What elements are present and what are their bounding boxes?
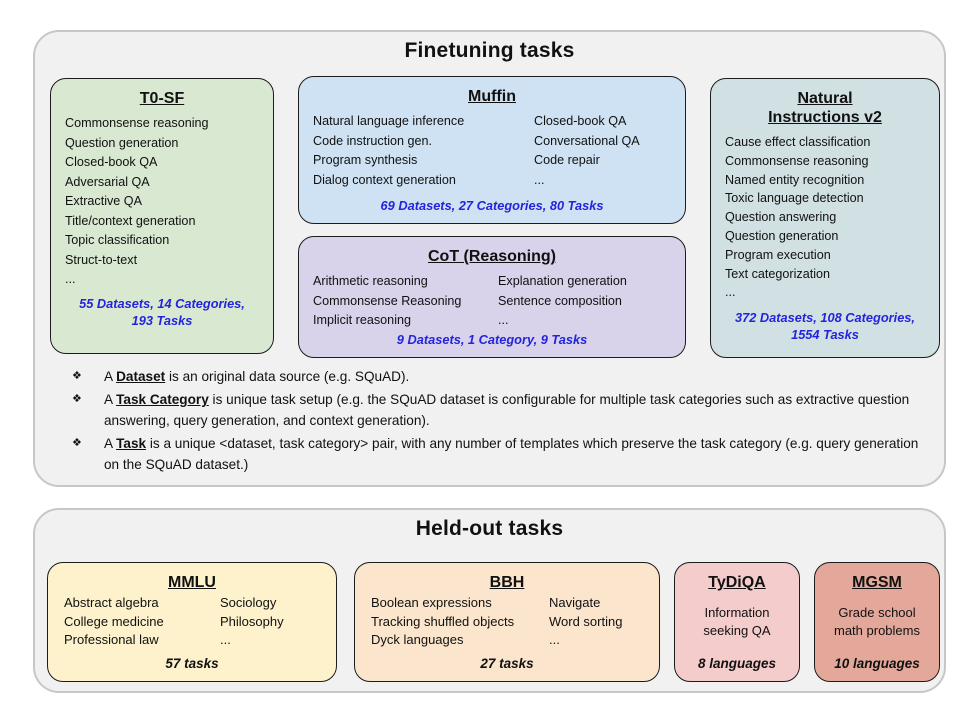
task-item: Boolean expressions (371, 595, 492, 610)
task-item: ... (220, 632, 231, 647)
niv2-box: Natural Instructions v2 Cause effect cla… (710, 78, 940, 358)
task-item: Commonsense Reasoning (313, 293, 462, 308)
diamond-bullet-icon: ❖ (72, 437, 82, 449)
task-item: ... (498, 313, 509, 327)
task-item: Struct-to-text (65, 252, 138, 267)
mmlu-col1: Abstract algebra College medicine Profes… (64, 594, 220, 650)
task-item: Abstract algebra (64, 595, 159, 610)
bbh-col2: Navigate Word sorting ... (549, 594, 622, 650)
tydiqa-description: Information seeking QA (703, 605, 771, 638)
defined-term: Dataset (116, 369, 166, 384)
task-item: Professional law (64, 632, 159, 647)
defined-term: Task (116, 436, 147, 451)
mmlu-title: MMLU (168, 574, 216, 591)
task-item: Extractive QA (65, 194, 142, 208)
bbh-task-list: Boolean expressions Tracking shuffled ob… (355, 594, 659, 650)
t0sf-stats: 55 Datasets, 14 Categories, 193 Tasks (79, 296, 245, 328)
mmlu-col2: Sociology Philosophy ... (220, 594, 284, 650)
task-item: Explanation generation (498, 274, 627, 288)
task-item: ... (725, 285, 736, 300)
muffin-task-list: Natural language inference Code instruct… (299, 112, 685, 190)
t0sf-task-list: Commonsense reasoning Question generatio… (51, 114, 273, 290)
diamond-bullet-icon: ❖ (72, 370, 82, 382)
task-item: Implicit reasoning (313, 313, 411, 327)
muffin-title: Muffin (468, 88, 516, 105)
tydiqa-stats: 8 languages (697, 656, 777, 671)
task-item: Commonsense reasoning (725, 153, 869, 168)
mmlu-box: MMLU Abstract algebra College medicine P… (47, 562, 337, 682)
mmlu-stats: 57 tasks (165, 656, 219, 671)
niv2-task-list: Cause effect classification Commonsense … (711, 133, 939, 302)
task-item: Code repair (534, 153, 600, 167)
muffin-box: Muffin Natural language inference Code i… (298, 76, 686, 224)
task-item: Sentence composition (498, 293, 622, 308)
muffin-stats: 69 Datasets, 27 Categories, 80 Tasks (380, 198, 604, 213)
task-item: Code instruction gen. (313, 133, 433, 148)
bbh-stats: 27 tasks (480, 656, 534, 671)
task-item: Topic classification (65, 233, 170, 247)
muffin-col1: Natural language inference Code instruct… (313, 112, 534, 190)
task-item: Title/context generation (65, 213, 196, 228)
mgsm-title: MGSM (852, 574, 902, 591)
cot-title: CoT (Reasoning) (428, 248, 556, 265)
definition-task: ❖ A Task is a unique <dataset, task cate… (70, 433, 930, 475)
definition-dataset: ❖ A Dataset is an original data source (… (70, 366, 930, 387)
t0sf-title: T0-SF (139, 90, 185, 107)
task-item: Conversational QA (534, 133, 640, 148)
cot-col2: Explanation generation Sentence composit… (498, 272, 627, 331)
mgsm-box: MGSM Grade school math problems 10 langu… (814, 562, 940, 682)
task-item: Commonsense reasoning (65, 116, 209, 130)
task-item: Dyck languages (371, 632, 464, 647)
bbh-box: BBH Boolean expressions Tracking shuffle… (354, 562, 660, 682)
task-item: Question generation (65, 135, 179, 150)
task-item: Question generation (725, 228, 839, 243)
diamond-bullet-icon: ❖ (72, 393, 82, 405)
heldout-panel: Held-out tasks MMLU Abstract algebra Col… (33, 508, 946, 693)
task-item: Question answering (725, 210, 837, 225)
defined-term: Task Category (116, 392, 209, 407)
bbh-title: BBH (489, 574, 525, 591)
task-item: Word sorting (549, 613, 623, 629)
muffin-col2: Closed-book QA Conversational QA Code re… (534, 112, 640, 190)
definitions-list: ❖ A Dataset is an original data source (… (70, 366, 930, 477)
task-item: Arithmetic reasoning (313, 274, 428, 288)
task-item: Sociology (220, 595, 277, 610)
cot-box: CoT (Reasoning) Arithmetic reasoning Com… (298, 236, 686, 358)
mmlu-task-list: Abstract algebra College medicine Profes… (48, 594, 336, 650)
task-item: Toxic language detection (725, 191, 864, 206)
finetuning-title: Finetuning tasks (404, 39, 575, 62)
niv2-stats: 372 Datasets, 108 Categories, 1554 Tasks (735, 310, 915, 342)
task-item: ... (65, 272, 76, 286)
task-item: Tracking shuffled objects (371, 613, 515, 629)
task-item: Adversarial QA (65, 174, 150, 189)
tydiqa-box: TyDiQA Information seeking QA 8 language… (674, 562, 800, 682)
task-item: Program execution (725, 247, 831, 262)
t0sf-box: T0-SF Commonsense reasoning Question gen… (50, 78, 274, 354)
task-item: ... (549, 632, 560, 647)
bbh-col1: Boolean expressions Tracking shuffled ob… (371, 594, 549, 650)
task-item: College medicine (64, 613, 164, 629)
task-item: Navigate (549, 595, 601, 610)
niv2-title: Natural Instructions v2 (768, 90, 882, 126)
task-item: Dialog context generation (313, 172, 456, 187)
cot-task-list: Arithmetic reasoning Commonsense Reasoni… (299, 272, 685, 331)
task-item: Closed-book QA (534, 114, 627, 128)
cot-stats: 9 Datasets, 1 Category, 9 Tasks (396, 332, 588, 347)
task-item: Philosophy (220, 613, 284, 629)
cot-col1: Arithmetic reasoning Commonsense Reasoni… (313, 272, 498, 331)
mgsm-stats: 10 languages (834, 656, 920, 671)
task-item: Named entity recognition (725, 172, 865, 187)
task-item: Closed-book QA (65, 155, 158, 169)
task-item: Program synthesis (313, 153, 418, 167)
heldout-title: Held-out tasks (415, 517, 564, 540)
task-item: Text categorization (725, 266, 831, 281)
task-item: ... (534, 172, 545, 187)
tydiqa-title: TyDiQA (708, 574, 766, 591)
definition-task-category: ❖ A Task Category is unique task setup (… (70, 389, 930, 431)
finetuning-panel: Finetuning tasks T0-SF Commonsense reaso… (33, 30, 946, 487)
task-item: Cause effect classification (725, 135, 871, 149)
task-item: Natural language inference (313, 114, 465, 128)
mgsm-description: Grade school math problems (834, 605, 920, 638)
